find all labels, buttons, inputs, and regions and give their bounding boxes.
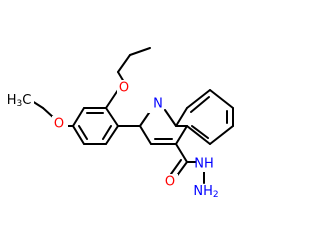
bond-c5-c4a-b xyxy=(209,125,234,145)
bond-lines xyxy=(31,47,234,184)
bond-ph1-ph2 xyxy=(105,125,119,145)
bond-ph4-ph5 xyxy=(72,107,85,127)
bond-phenyl-double-1 xyxy=(102,125,112,140)
atom-o-ether-left: O xyxy=(54,117,64,132)
bond-ph3-ph4 xyxy=(72,125,85,145)
atom-o-ether-top: O xyxy=(119,81,129,96)
atom-nh-amide: NH xyxy=(194,157,214,172)
bond-c8-c7 xyxy=(186,89,211,109)
molecule-structure-diagram: N O O O NH NH2 H3C xyxy=(4,47,234,202)
bond-c8a-c8 xyxy=(175,107,188,127)
bond-c2-c3 xyxy=(139,125,152,145)
bond-carbonyl-o-double xyxy=(170,159,182,175)
atom-o-carbonyl: O xyxy=(165,175,175,190)
atom-nh2-subscript: 2 xyxy=(213,190,219,200)
bond-ph6-o-top xyxy=(105,89,119,109)
bond-c4-carbonyl xyxy=(175,143,188,163)
bond-ph6-ph1 xyxy=(105,107,119,127)
atom-labels: N O O O NH NH2 H3C xyxy=(4,80,223,202)
bond-c7-c6 xyxy=(209,89,234,109)
atom-n-ring: N xyxy=(153,97,163,112)
atom-nh2-main: NH xyxy=(193,184,213,199)
atom-methyl-c: C xyxy=(22,93,31,108)
bond-benzo-double-3 xyxy=(191,125,209,139)
bond-benzo-double-1 xyxy=(190,96,210,113)
atom-nh2-terminal: NH2 xyxy=(193,184,218,201)
atom-methyl-h: H xyxy=(7,93,17,108)
atom-methyl-left: H3C xyxy=(7,93,32,110)
bond-phenyl-double-2 xyxy=(78,125,88,140)
bond-ch3-end-top xyxy=(129,47,151,56)
bond-c4-c4a xyxy=(175,125,188,145)
atom-methyl-subscript: 3 xyxy=(16,99,22,109)
bond-ch2-ch3-top xyxy=(117,54,131,73)
bond-n1-c8a xyxy=(164,109,177,127)
bond-c4a-c5 xyxy=(186,125,211,145)
